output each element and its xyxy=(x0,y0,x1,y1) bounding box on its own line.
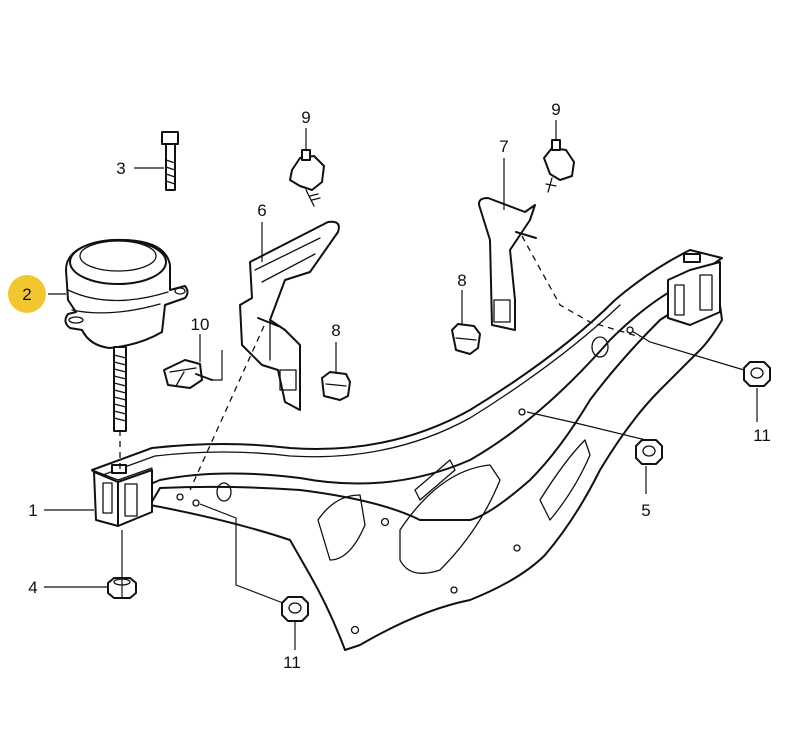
callout-11-bottom[interactable]: 11 xyxy=(283,653,301,672)
callout-8-right[interactable]: 8 xyxy=(457,271,466,290)
clip-8-right xyxy=(451,323,481,355)
callout-2[interactable]: 2 xyxy=(22,285,31,304)
clip-9-right xyxy=(543,139,575,193)
callout-11-right[interactable]: 11 xyxy=(753,426,771,445)
callout-9-left[interactable]: 9 xyxy=(301,108,310,127)
callout-6[interactable]: 6 xyxy=(257,201,266,220)
bracket-6 xyxy=(239,220,340,411)
clamp-10 xyxy=(163,359,213,389)
callout-7[interactable]: 7 xyxy=(499,137,508,156)
nut-11-bottom xyxy=(281,596,309,622)
callout-8-left[interactable]: 8 xyxy=(331,321,340,340)
alignment-lines xyxy=(119,235,641,491)
nut-5 xyxy=(635,439,663,465)
callout-10[interactable]: 10 xyxy=(191,315,210,334)
callout-4[interactable]: 4 xyxy=(28,578,37,597)
subframe-crossmember xyxy=(91,249,723,651)
clip-8-left xyxy=(321,371,351,401)
highlight-badge[interactable] xyxy=(8,275,46,313)
bolt-3 xyxy=(161,131,179,191)
bracket-7 xyxy=(478,197,537,331)
clip-9-left xyxy=(289,149,325,207)
nut-11-right xyxy=(743,361,771,387)
callout-labels: 3 2 1 4 6 9 9 7 8 8 10 5 11 11 xyxy=(22,100,771,672)
callout-9-right[interactable]: 9 xyxy=(551,100,560,119)
engine-mount xyxy=(64,238,189,432)
callout-3[interactable]: 3 xyxy=(116,159,125,178)
callout-1[interactable]: 1 xyxy=(28,501,37,520)
callout-5[interactable]: 5 xyxy=(641,501,650,520)
leader-lines xyxy=(44,120,758,650)
